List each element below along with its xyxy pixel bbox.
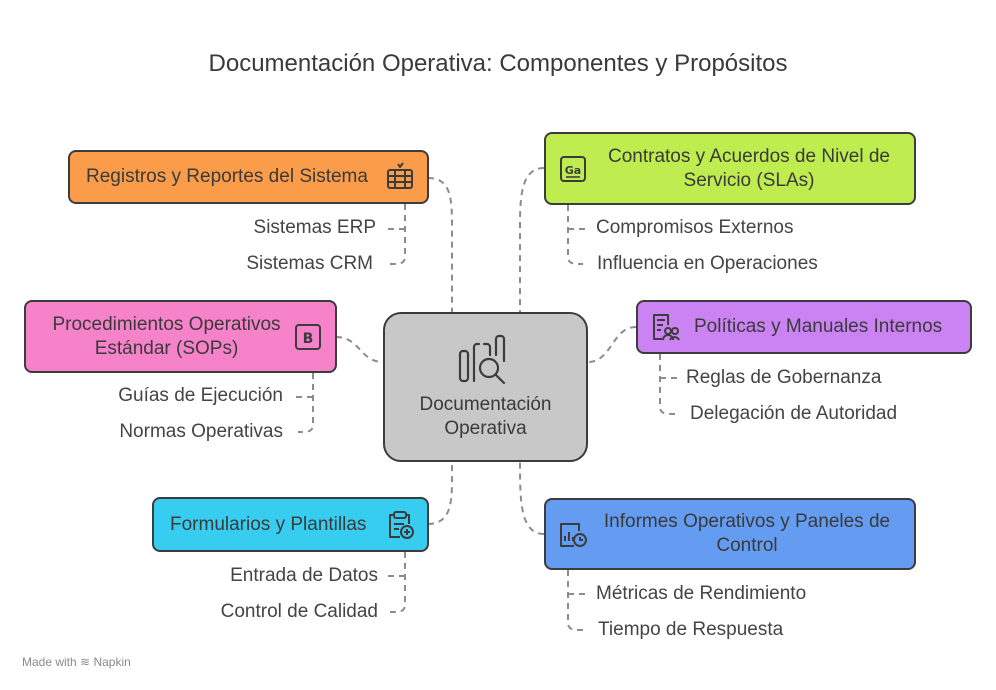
branch-label: Contratos y Acuerdos de Nivel de Servici… — [608, 145, 890, 191]
sub-item: Tiempo de Respuesta — [598, 619, 784, 640]
branch-label: Políticas y Manuales Internos — [694, 316, 943, 337]
footer-watermark: Made with ≋ Napkin — [22, 655, 131, 669]
connector-registros — [427, 177, 453, 312]
branch-sops: Procedimientos Operativos Estándar (SOPs… — [24, 300, 337, 373]
sub-item: Influencia en Operaciones — [597, 253, 818, 274]
branch-label: Formularios y Plantillas — [170, 513, 367, 535]
sub-item: Normas Operativas — [119, 421, 283, 442]
connector-formularios — [427, 462, 453, 525]
branch-informes: Informes Operativos y Paneles de Control — [544, 498, 916, 570]
footer-brand: Napkin — [93, 655, 131, 669]
connector-sub-informes — [567, 570, 584, 631]
branch-politicas: Políticas y Manuales Internos — [636, 300, 972, 354]
connector-sub-contratos — [567, 205, 584, 265]
branch-formularios: Formularios y Plantillas — [152, 497, 429, 552]
svg-text:B: B — [303, 331, 314, 347]
branch-registros: Registros y Reportes del Sistema — [68, 150, 429, 204]
svg-text:Ga: Ga — [565, 164, 581, 177]
center-node: Documentación Operativa — [383, 312, 588, 462]
clipboard-add-icon — [389, 510, 414, 539]
branch-label: Procedimientos Operativos Estándar (SOPs… — [52, 313, 281, 359]
connector-sub-formularios — [389, 552, 406, 613]
sop-book-icon: B — [295, 323, 321, 350]
database-report-icon — [387, 162, 413, 189]
branch-contratos: Ga Contratos y Acuerdos de Nivel de Serv… — [544, 132, 916, 205]
sub-item: Métricas de Rendimiento — [596, 583, 807, 604]
connector-sub-politicas — [659, 354, 676, 415]
napkin-logo-icon: ≋ — [80, 655, 91, 669]
footer-made-with: Made with — [22, 655, 77, 669]
connector-politicas — [587, 326, 637, 363]
diagram-title: Documentación Operativa: Componentes y P… — [208, 50, 788, 77]
sub-item: Sistemas CRM — [246, 253, 373, 274]
sub-item: Control de Calidad — [220, 601, 378, 622]
branch-label: Informes Operativos y Paneles de Control — [603, 511, 891, 556]
policy-people-icon — [653, 314, 680, 341]
contract-icon: Ga — [560, 155, 586, 182]
connector-informes — [519, 461, 545, 535]
connector-contratos — [519, 167, 545, 312]
branch-label: Registros y Reportes del Sistema — [86, 166, 368, 187]
connector-sops — [335, 336, 384, 363]
center-label: Documentación Operativa — [419, 394, 552, 439]
sub-item: Reglas de Gobernanza — [686, 367, 882, 388]
connector-sub-sops — [297, 373, 314, 433]
sub-item: Sistemas ERP — [253, 217, 376, 238]
document-search-icon — [458, 334, 505, 385]
sub-item: Guías de Ejecución — [118, 385, 283, 406]
connector-sub-registros — [389, 204, 406, 265]
sub-item: Delegación de Autoridad — [690, 403, 898, 424]
sub-item: Entrada de Datos — [230, 565, 378, 586]
sub-item: Compromisos Externos — [596, 217, 794, 238]
dashboard-clock-icon — [560, 523, 587, 547]
